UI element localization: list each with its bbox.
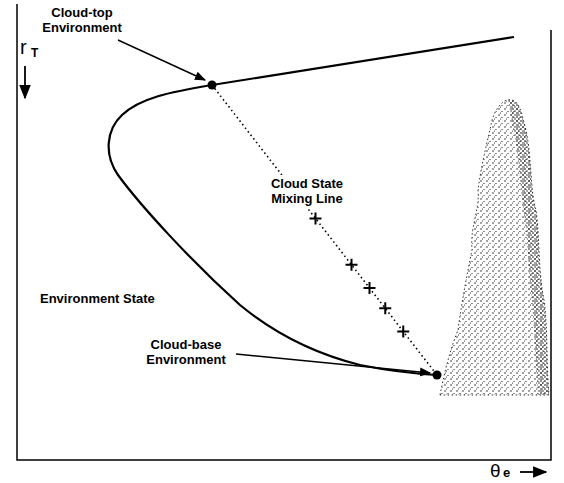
- plot-frame: [17, 4, 551, 460]
- cross-marker: [310, 212, 322, 224]
- state-point: [433, 371, 442, 380]
- curve-label: Environment State: [40, 292, 155, 307]
- axis-label: θ: [490, 460, 501, 481]
- axis-arrow: [520, 471, 546, 473]
- cloud-shading: [508, 100, 549, 395]
- axis-arrow: [24, 66, 26, 98]
- axis-label: r: [20, 36, 27, 58]
- mixing-line: [212, 85, 437, 375]
- point-label: Cloud-base Environment: [140, 338, 232, 367]
- cross-marker: [364, 282, 376, 294]
- leader-arrow: [118, 40, 205, 80]
- cloud-illustration: [440, 100, 549, 395]
- axis-subscript: T: [31, 47, 38, 60]
- environment-curve: [109, 37, 514, 375]
- cross-marker: [379, 302, 391, 314]
- cross-marker: [397, 326, 409, 338]
- line-label: Cloud State Mixing Line: [262, 175, 352, 208]
- leader-arrow: [236, 354, 430, 373]
- cloud-state-markers: [296, 195, 409, 338]
- point-label: Cloud-top Environment: [36, 6, 128, 35]
- cross-marker: [346, 259, 358, 271]
- state-point: [208, 81, 217, 90]
- axis-subscript: e: [503, 466, 510, 481]
